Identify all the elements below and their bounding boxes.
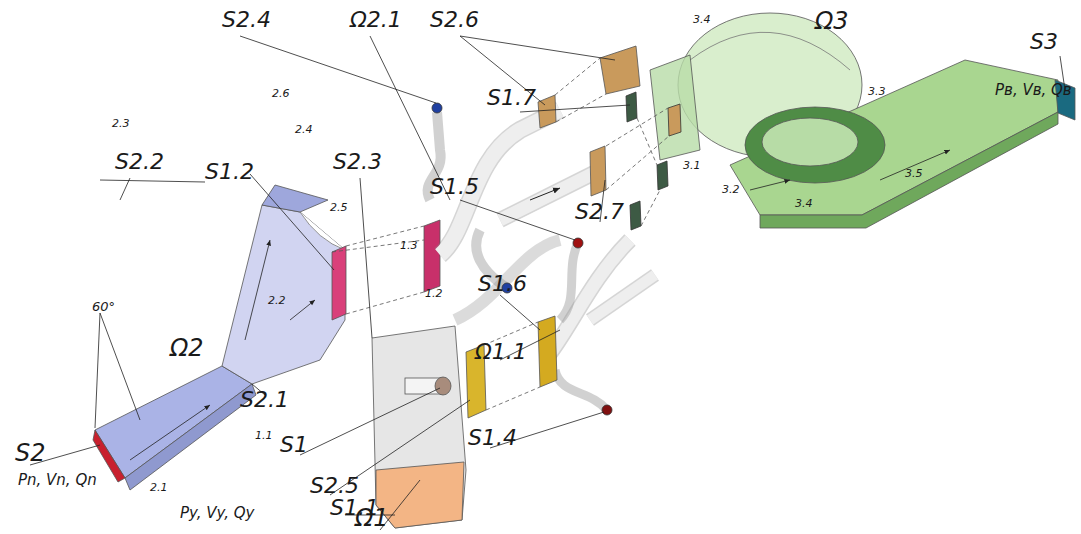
callout-number: 60° bbox=[92, 300, 115, 314]
port-circle bbox=[602, 405, 612, 415]
part-label: S2.7 bbox=[575, 200, 624, 224]
inlet-duct bbox=[93, 185, 345, 490]
chamber-box bbox=[372, 326, 466, 528]
callout-number: 3.4 bbox=[693, 14, 711, 26]
callout-number: 3.5 bbox=[905, 168, 923, 180]
part-label: Pв, Vв, Qв bbox=[995, 82, 1072, 99]
callout-number: 3.1 bbox=[683, 160, 701, 172]
match-lines bbox=[555, 58, 669, 226]
interface-face bbox=[626, 92, 681, 230]
part-label: S2.3 bbox=[333, 150, 382, 174]
callout-number: 1.1 bbox=[255, 430, 273, 442]
interface-face bbox=[538, 95, 556, 128]
callout-number: 2.6 bbox=[272, 88, 290, 100]
callout-number: 2.1 bbox=[150, 482, 168, 494]
interface-face bbox=[424, 220, 440, 292]
callout-number: 3.2 bbox=[722, 184, 740, 196]
callout-number: 2.4 bbox=[295, 124, 313, 136]
callout-number: 1.3 bbox=[400, 240, 418, 252]
callout-number: 3.3 bbox=[868, 86, 886, 98]
callout-number: 1.2 bbox=[425, 288, 443, 300]
part-label: Pn, Vn, Qn bbox=[18, 472, 97, 489]
part-label: S2.6 bbox=[430, 8, 479, 32]
part-label: S2.4 bbox=[222, 8, 271, 32]
part-label: Ω3 bbox=[815, 8, 849, 34]
part-label: Py, Vy, Qy bbox=[180, 505, 255, 522]
part-label: S2.5 bbox=[310, 474, 359, 498]
match-lines bbox=[484, 322, 540, 410]
part-label: S1.2 bbox=[205, 160, 254, 184]
part-label: S1.5 bbox=[430, 175, 479, 199]
part-label: Ω2.1 bbox=[350, 8, 402, 32]
port-circle bbox=[432, 103, 442, 113]
part-label: S1.7 bbox=[487, 86, 536, 110]
callout-number: 2.3 bbox=[112, 118, 130, 130]
part-label: S2.2 bbox=[115, 150, 164, 174]
part-label: S2.1 bbox=[240, 388, 289, 412]
leader-lines bbox=[30, 36, 1065, 530]
part-label: S1 bbox=[280, 433, 308, 457]
callout-number: 2.2 bbox=[268, 295, 286, 307]
part-label: S1.6 bbox=[478, 272, 527, 296]
volute-casing bbox=[600, 13, 1075, 228]
match-lines bbox=[332, 226, 424, 314]
part-label: S2 bbox=[15, 440, 46, 466]
part-label: Ω1 bbox=[355, 505, 389, 531]
interface-face bbox=[538, 316, 557, 387]
pipe-channels bbox=[428, 110, 655, 410]
callout-number: 3.4 bbox=[795, 198, 813, 210]
part-label: S3 bbox=[1030, 30, 1058, 54]
part-label: Ω2 bbox=[170, 335, 204, 361]
callout-number: 2.5 bbox=[330, 202, 348, 214]
part-label: Ω1.1 bbox=[475, 340, 527, 364]
interface-face bbox=[332, 246, 346, 320]
part-label: S1.4 bbox=[468, 426, 517, 450]
